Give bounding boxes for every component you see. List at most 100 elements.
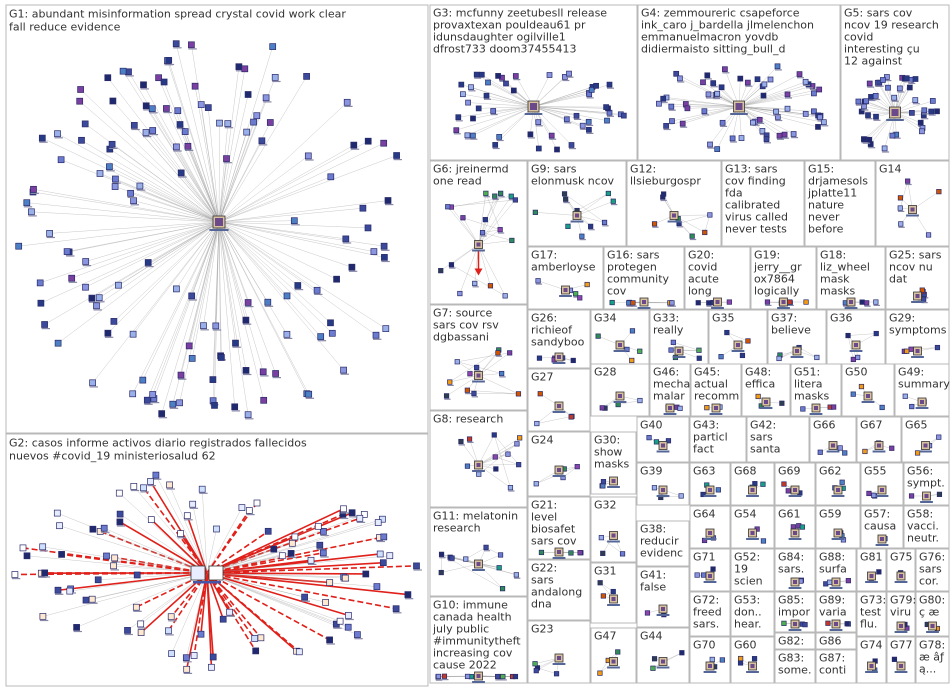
- cluster-nodes: [599, 476, 620, 489]
- hub-label: [865, 581, 878, 583]
- edge: [194, 86, 220, 223]
- node: [538, 549, 545, 556]
- edge: [33, 189, 220, 223]
- node: [172, 40, 180, 48]
- hub-label: [861, 401, 875, 403]
- hub-label: [613, 401, 627, 403]
- node: [510, 87, 517, 94]
- edge: [92, 221, 220, 383]
- edge: [467, 106, 534, 136]
- edge: [576, 193, 609, 211]
- node: [244, 299, 252, 306]
- node: [784, 91, 791, 98]
- node: [496, 565, 502, 571]
- node: [663, 123, 669, 129]
- node-label: [28, 215, 37, 217]
- node-label: [258, 144, 268, 146]
- hub-label: [552, 362, 566, 364]
- edge: [206, 572, 349, 617]
- edge: [67, 221, 220, 252]
- hub-label: [193, 581, 221, 584]
- node-label: [464, 138, 472, 140]
- node: [181, 128, 189, 135]
- node-label: [326, 643, 335, 645]
- node: [242, 367, 250, 374]
- node-label: [385, 204, 394, 206]
- node: [929, 98, 936, 104]
- node: [715, 487, 721, 493]
- edge: [206, 555, 390, 574]
- node: [629, 357, 635, 364]
- hub-label: [703, 581, 717, 583]
- node-label: [145, 266, 154, 268]
- node-label: [130, 489, 140, 492]
- node: [503, 80, 509, 87]
- node: [316, 541, 324, 549]
- node-label: [165, 63, 175, 66]
- node: [513, 572, 519, 578]
- node: [637, 348, 643, 354]
- edge: [44, 221, 220, 325]
- node-label: [873, 98, 881, 101]
- node: [515, 391, 522, 397]
- cluster-label: G54: [734, 508, 757, 521]
- node: [30, 185, 37, 193]
- node: [115, 281, 122, 289]
- cluster-nodes: [901, 344, 941, 358]
- node-label: [669, 305, 676, 307]
- edge: [206, 561, 384, 574]
- cluster-nodes: [533, 464, 580, 487]
- node: [595, 333, 601, 339]
- node: [802, 78, 809, 85]
- cluster-nodes: [755, 393, 785, 409]
- hub-image: [611, 659, 616, 664]
- cluster-nodes: [668, 339, 702, 361]
- node: [269, 43, 277, 50]
- edge: [57, 221, 220, 344]
- node: [137, 620, 145, 628]
- node-label: [706, 305, 713, 307]
- node-label: [730, 141, 738, 143]
- cluster-border: [774, 649, 816, 684]
- cluster-nodes: [764, 297, 809, 309]
- node: [859, 299, 865, 305]
- hub-label: [607, 666, 620, 669]
- node: [301, 593, 308, 601]
- cluster-border: [730, 505, 775, 549]
- hub-label: [886, 119, 904, 121]
- node-label: [243, 373, 252, 376]
- cluster-border: [860, 462, 904, 506]
- node: [864, 300, 870, 306]
- node: [344, 623, 352, 631]
- hub-label: [637, 307, 651, 309]
- node: [127, 189, 134, 197]
- edge: [71, 221, 220, 279]
- cluster-nodes: [703, 656, 725, 673]
- node: [802, 622, 808, 628]
- cluster-label: G88:surfa: [819, 551, 847, 576]
- node-label: [898, 210, 905, 212]
- node: [257, 634, 265, 642]
- edge: [673, 342, 699, 351]
- node: [359, 204, 367, 212]
- cluster-nodes: [532, 653, 566, 677]
- edge: [109, 148, 220, 223]
- node-label: [143, 109, 152, 111]
- node: [36, 279, 44, 287]
- hub-label: [788, 538, 802, 540]
- node: [619, 551, 626, 557]
- node-label: [921, 302, 928, 304]
- node: [370, 248, 378, 255]
- hub-label: [613, 350, 627, 352]
- cluster-nodes: [535, 278, 590, 301]
- node-label: [152, 478, 162, 480]
- cluster-g1: G1: abundant misinformation spread cryst…: [5, 4, 429, 434]
- node: [493, 466, 499, 472]
- edge: [206, 572, 358, 635]
- edge: [148, 221, 220, 263]
